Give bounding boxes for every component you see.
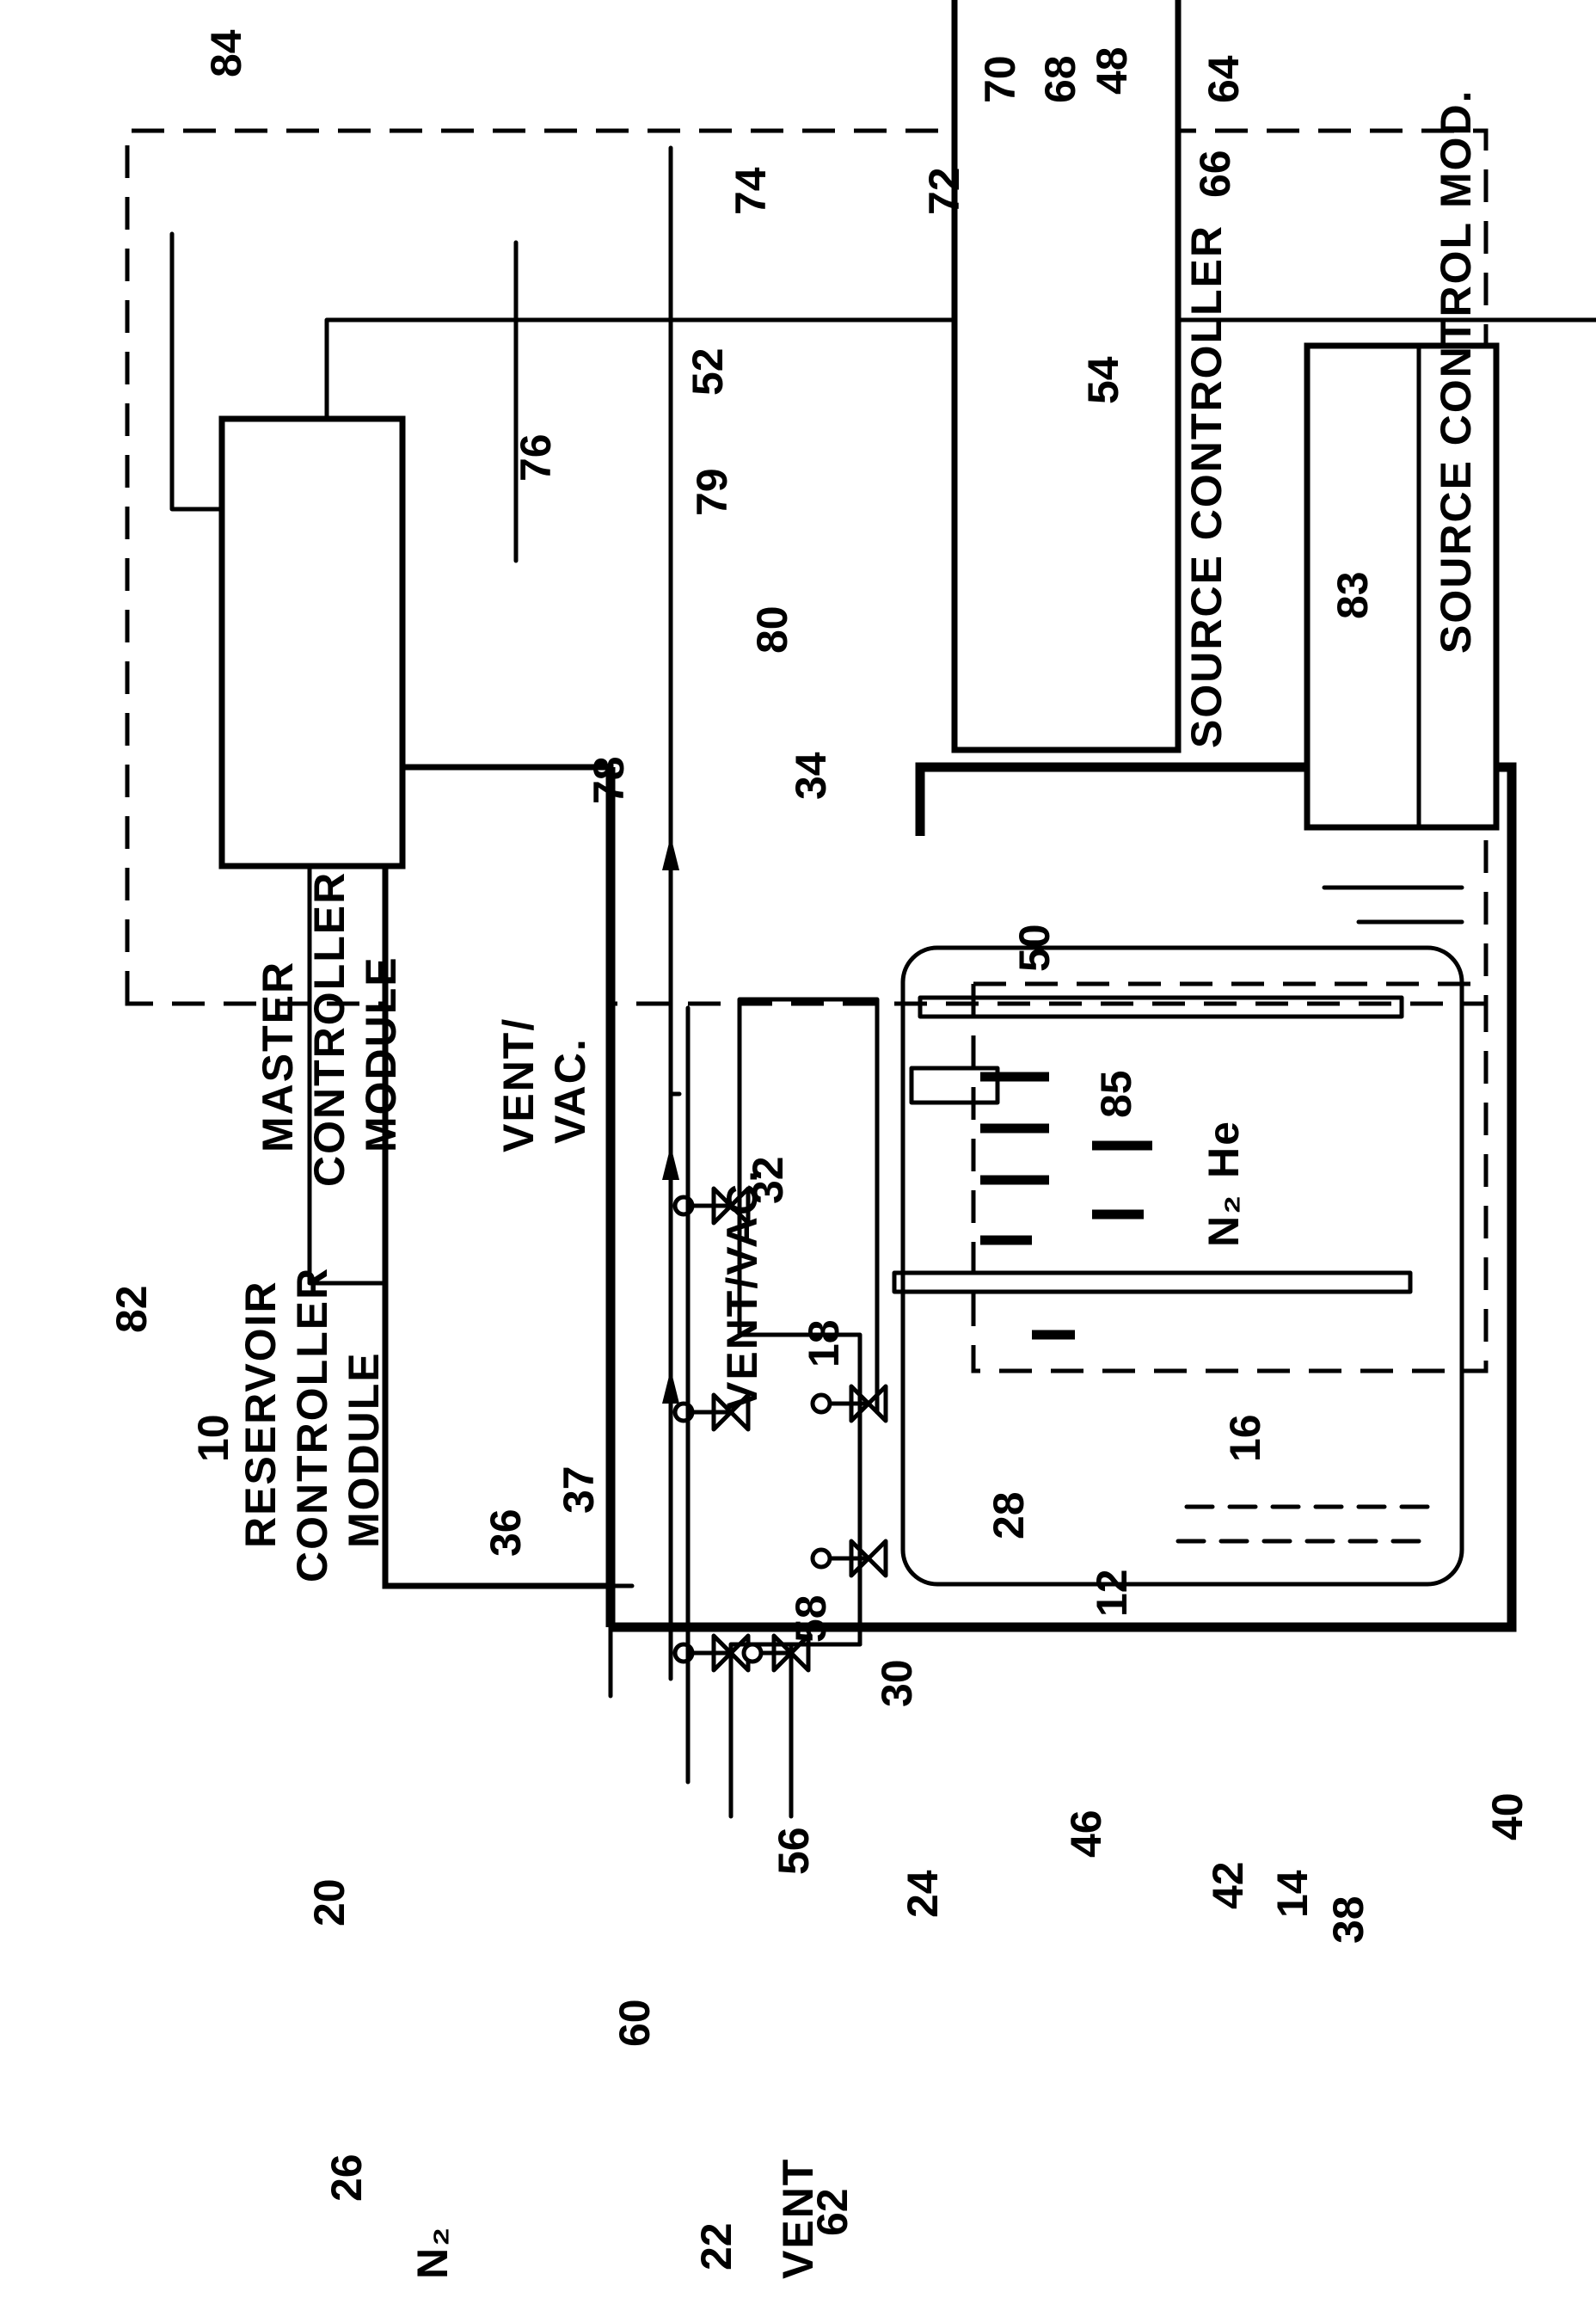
source-controller-tank — [951, 0, 1182, 753]
ref-74: 74 — [727, 167, 775, 215]
probe-38 — [892, 1270, 1413, 1294]
ref-36: 36 — [482, 1508, 530, 1557]
ref-22: 22 — [692, 2222, 740, 2270]
trunk-arrow-1 — [662, 1369, 679, 1404]
valve-24 — [810, 1539, 888, 1578]
ref-20: 20 — [305, 1878, 353, 1926]
ref-70: 70 — [976, 55, 1024, 103]
pipe-valve-loop — [737, 997, 880, 1647]
probe-24 — [909, 1066, 1000, 1105]
ref-42: 42 — [1204, 1861, 1252, 1909]
label-master-controller-line1: MASTER — [254, 961, 302, 1152]
ref-79: 79 — [688, 468, 736, 516]
ref-72: 72 — [920, 167, 968, 215]
ref-58: 58 — [787, 1594, 835, 1643]
ref-28: 28 — [985, 1491, 1033, 1539]
ref-85: 85 — [1092, 1070, 1140, 1118]
wire-master-to-source — [169, 231, 1596, 512]
label-source-control-mod: SOURCE CONTROL MOD. — [1432, 89, 1480, 654]
ref-34: 34 — [787, 752, 835, 800]
reservoir-level-bars — [980, 1072, 1152, 1340]
label-he: He — [1200, 1120, 1248, 1178]
label-vent: VENT — [774, 2158, 822, 2279]
ref-46: 46 — [1062, 1810, 1110, 1858]
label-source-controller: SOURCE CONTROLLER — [1182, 224, 1231, 748]
ref-26: 26 — [322, 2154, 371, 2202]
label-vent-vac-main: VENT/VAC. — [718, 1169, 766, 1410]
label-reservoir-controller-line1: RESERVOIR — [236, 1280, 285, 1548]
source-control-module — [1304, 342, 1500, 831]
ref-68: 68 — [1036, 55, 1084, 103]
trunk-arrow-2 — [662, 1146, 679, 1180]
ref-82: 82 — [107, 1285, 156, 1333]
wire-master-to-reservoir — [307, 863, 388, 1286]
ref-30: 30 — [873, 1659, 921, 1707]
ref-32: 32 — [744, 1156, 792, 1204]
label-reservoir-controller-line3: MODULE — [340, 1351, 388, 1548]
reservoir-inner-vessel-12 — [900, 945, 1464, 1587]
ref-38: 38 — [1324, 1896, 1372, 1944]
pipe-n2-inlet — [728, 1642, 862, 1819]
ref-78: 78 — [585, 756, 633, 804]
label-master-controller-line2: CONTROLLER — [305, 871, 353, 1187]
reservoir-tank-16 — [611, 762, 1517, 1632]
label-n2-main: N₂ — [408, 2226, 457, 2279]
ref-60: 60 — [611, 1999, 659, 2047]
reservoir-controller-module — [382, 764, 614, 1589]
label-vent-vac-upper-2: VAC. — [546, 1037, 594, 1144]
dashed-enclosure-84 — [125, 128, 1489, 1006]
ref-76: 76 — [512, 433, 560, 482]
ref-64: 64 — [1200, 55, 1248, 103]
ref-80: 80 — [748, 605, 796, 654]
label-master-controller-line3: MODULE — [357, 955, 405, 1152]
ref-56: 56 — [770, 1827, 818, 1875]
label-vent-vac-upper-1: VENT/ — [494, 1017, 543, 1152]
dashed-enclosure-85 — [971, 981, 1489, 1373]
label-reservoir-controller-line2: CONTROLLER — [288, 1267, 336, 1582]
labels: RESERVOIR CONTROLLER MODULE MASTER CONTR… — [107, 29, 1532, 2279]
master-controller-module — [218, 415, 406, 869]
ref-40: 40 — [1483, 1792, 1532, 1840]
label-liquid-50: 50 — [1010, 924, 1059, 972]
ref-37: 37 — [555, 1465, 603, 1514]
ref-62: 62 — [808, 2188, 856, 2236]
trunk-arrow-3 — [662, 836, 679, 870]
ref-48: 48 — [1088, 46, 1136, 95]
ref-10: 10 — [189, 1414, 237, 1462]
ref-16: 16 — [1221, 1414, 1269, 1462]
label-n2-lower: N₂ — [1200, 1194, 1248, 1247]
valve-56 — [672, 1392, 751, 1432]
valve-30 — [810, 1384, 888, 1423]
label-liquid-14: 14 — [1268, 1870, 1317, 1918]
ref-54: 54 — [1079, 356, 1127, 404]
probe-12 — [918, 995, 1404, 1019]
ref-18: 18 — [800, 1319, 848, 1367]
figure-rotated-group — [125, 0, 1596, 1819]
ref-24: 24 — [899, 1870, 947, 1918]
ref-66: 66 — [1191, 150, 1239, 198]
ref-52: 52 — [684, 347, 732, 396]
ref-84: 84 — [202, 29, 250, 77]
ref-83: 83 — [1329, 571, 1377, 619]
ref-12: 12 — [1088, 1569, 1136, 1617]
